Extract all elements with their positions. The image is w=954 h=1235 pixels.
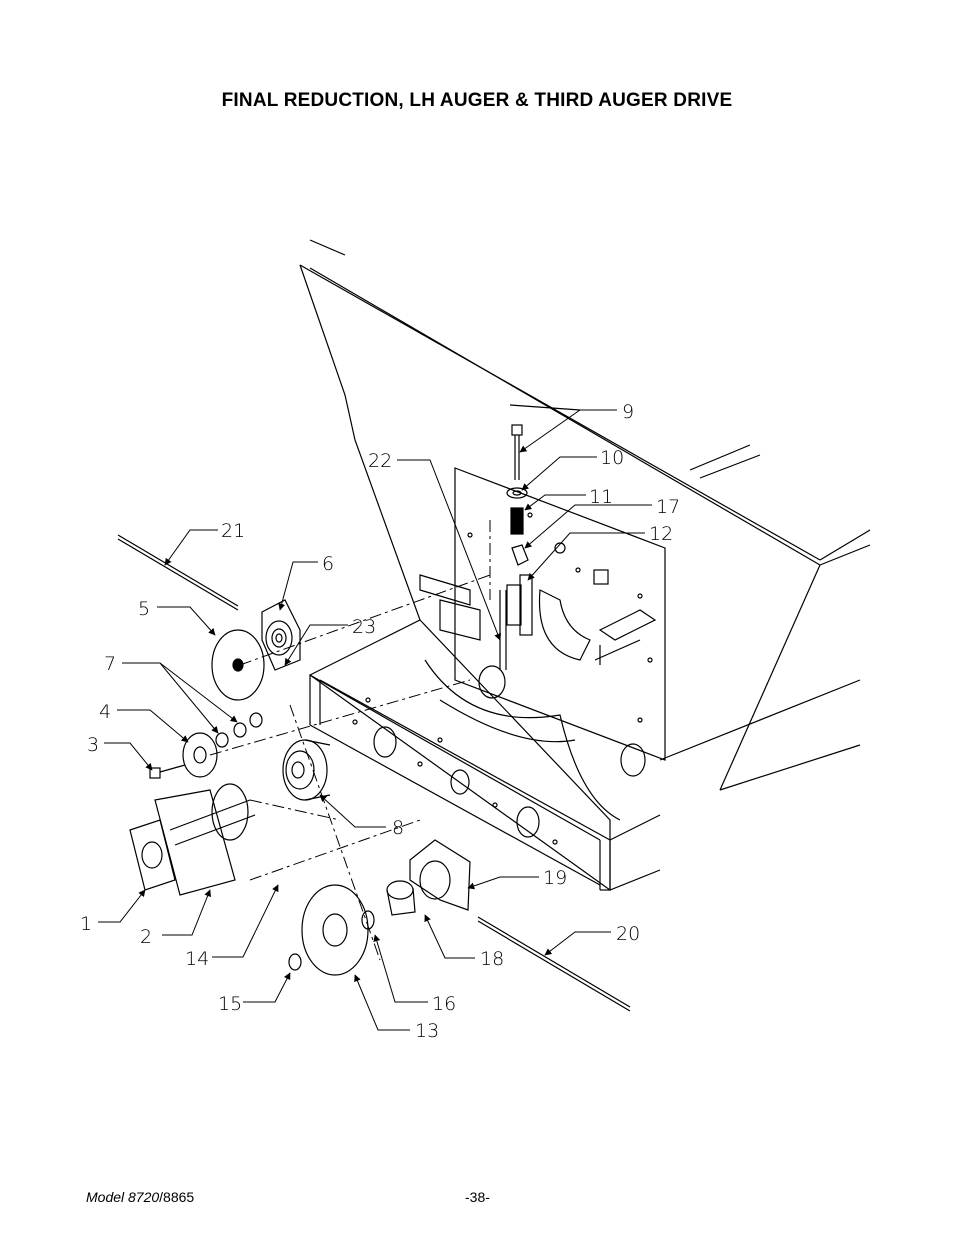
callout-8: 8: [392, 817, 404, 839]
washers-7: [215, 712, 263, 748]
ring-16: [361, 910, 375, 930]
sprocket-5: [211, 629, 265, 701]
callout-9: 9: [622, 401, 634, 423]
footer-page-number: -38-: [465, 1189, 490, 1205]
callout-11: 11: [589, 486, 613, 508]
callout-6: 6: [322, 553, 334, 575]
mounting-plate: [454, 467, 666, 761]
rods: [117, 534, 631, 1012]
housing-19: [409, 839, 471, 911]
footer-model-suffix: /8865: [159, 1189, 195, 1205]
callout-12: 12: [649, 523, 673, 545]
callout-22: 22: [368, 450, 392, 472]
leader-lines: [98, 409, 652, 1031]
clip-15: [288, 953, 302, 971]
callout-18: 18: [480, 948, 504, 970]
footer-model-number: Model 8720/8865: [86, 1189, 194, 1205]
callout-23: 23: [352, 616, 376, 638]
callout-10: 10: [600, 447, 624, 469]
callout-13: 13: [415, 1020, 439, 1042]
bushing-18: [386, 880, 416, 916]
base-sprocket-assembly: [129, 783, 256, 896]
callout-19: 19: [543, 867, 567, 889]
callout-3: 3: [87, 734, 99, 756]
callout-1: 1: [80, 913, 92, 935]
callout-17: 17: [656, 496, 680, 518]
callout-numbers: 9 10 11 17 12 22 21 6 23 5 7 4 3 8 19 20…: [80, 401, 680, 1042]
footer-model-prefix: Model 8720: [86, 1189, 160, 1205]
callout-5: 5: [138, 598, 150, 620]
frame-channel: [308, 574, 661, 892]
flange-bearing-6: [261, 599, 301, 671]
callout-2: 2: [140, 926, 152, 948]
callout-7: 7: [104, 653, 116, 675]
sprocket-4: [182, 732, 218, 778]
callout-20: 20: [616, 923, 640, 945]
callout-14: 14: [185, 948, 209, 970]
callout-21: 21: [221, 520, 245, 542]
callout-16: 16: [432, 993, 456, 1015]
bolt-washer-spring: [499, 424, 533, 670]
bolt-3: [149, 764, 186, 779]
callout-15: 15: [218, 993, 242, 1015]
callout-4: 4: [99, 701, 111, 723]
sprocket-13: [301, 884, 369, 976]
hopper-housing: [299, 239, 871, 791]
page-title: FINAL REDUCTION, LH AUGER & THIRD AUGER …: [221, 90, 733, 111]
coupler-hub-8: [282, 739, 331, 801]
centerlines: [209, 520, 491, 961]
